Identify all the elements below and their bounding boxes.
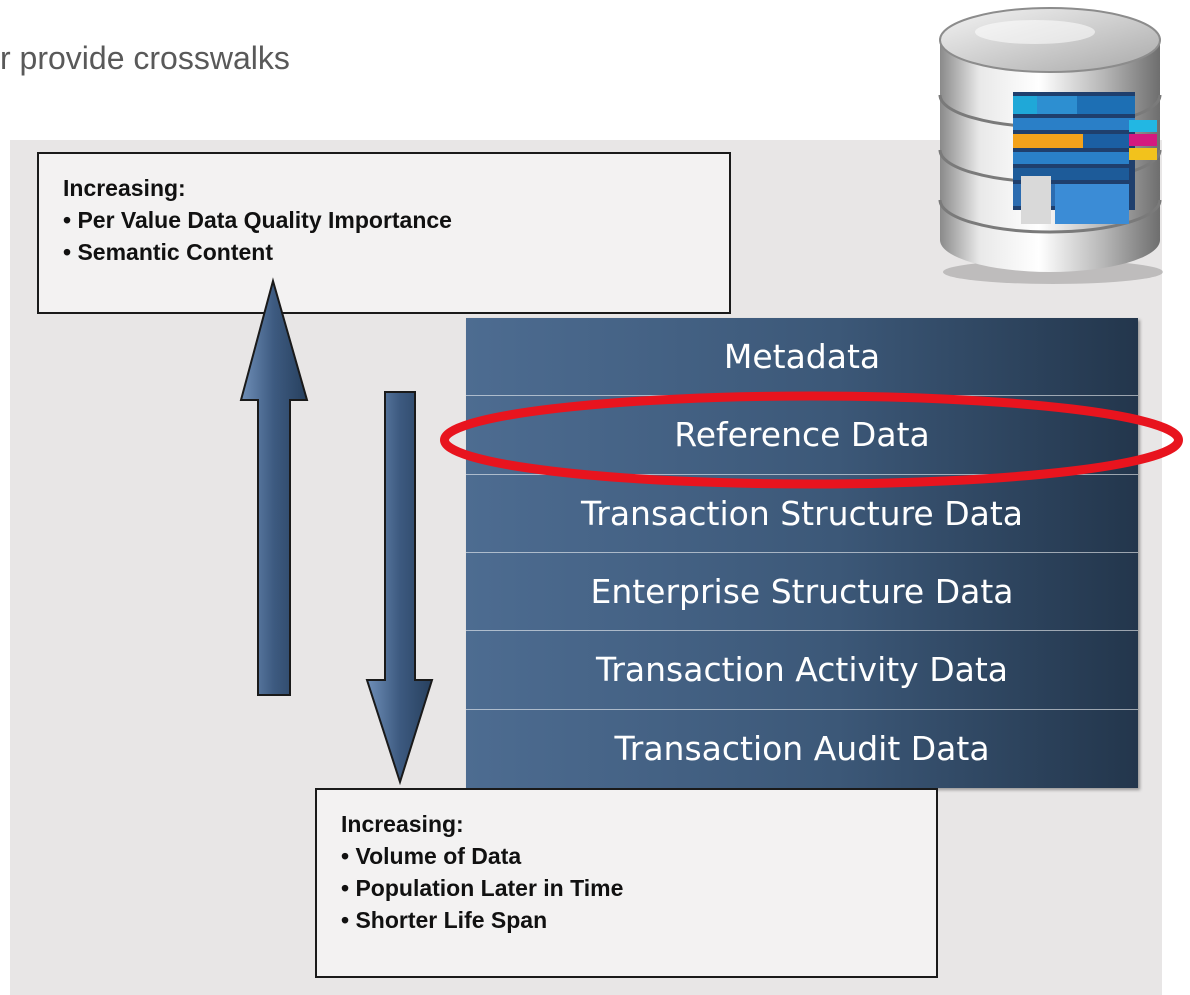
database-icon (938, 7, 1163, 284)
bullet-item: Per Value Data Quality Importance (63, 204, 729, 236)
bullet-item: Semantic Content (63, 236, 729, 268)
slide-title: r provide crosswalks (0, 40, 290, 76)
increasing-downward-box: Increasing: Volume of Data Population La… (315, 788, 938, 978)
layer-reference-data: Reference Data (466, 396, 1138, 475)
layer-transaction-structure-data: Transaction Structure Data (466, 475, 1138, 553)
box-title: Increasing: (63, 175, 186, 201)
data-layer-stack: Metadata Reference Data Transaction Stru… (466, 318, 1138, 788)
bullet-item: Volume of Data (341, 840, 936, 872)
bullet-item: Shorter Life Span (341, 904, 936, 936)
layer-metadata: Metadata (466, 318, 1138, 397)
increasing-upward-box: Increasing: Per Value Data Quality Impor… (37, 152, 731, 314)
reference-data-highlight (440, 391, 1183, 489)
bullet-item: Population Later in Time (341, 872, 936, 904)
box-title: Increasing: (341, 811, 464, 837)
layer-transaction-audit-data: Transaction Audit Data (614, 729, 990, 769)
layer-transaction-activity-data: Transaction Activity Data (466, 631, 1138, 710)
layer-enterprise-structure-data: Enterprise Structure Data (466, 553, 1138, 632)
